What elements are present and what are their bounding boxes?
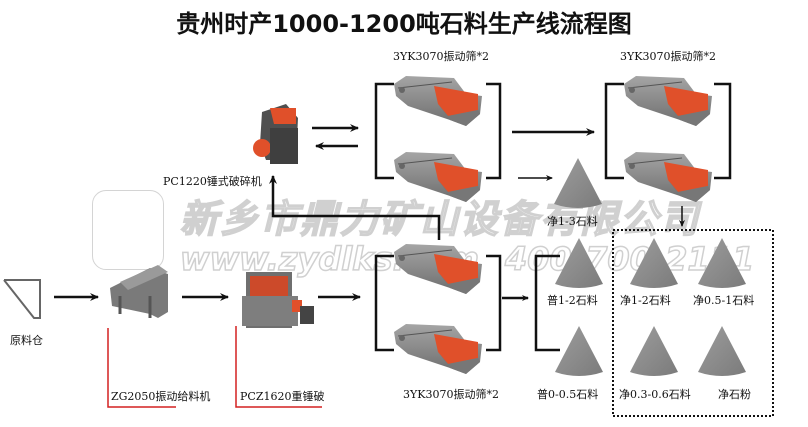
- pile-normal-1-2-icon: [555, 238, 603, 288]
- watermark-logo: [92, 190, 164, 270]
- clean-products-box: [612, 229, 774, 417]
- product-clean-1-3-label: 净1-3石料: [547, 215, 598, 228]
- product-clean-03-06-label: 净0.3-0.6石料: [619, 388, 691, 401]
- heavy-hammer-label: PCZ1620重锤破: [240, 390, 325, 403]
- raw-bin-label: 原料仓: [10, 334, 43, 347]
- product-clean-1-2-label: 净1-2石料: [620, 294, 671, 307]
- pile-clean-1-3-icon: [554, 158, 602, 208]
- product-clean-05-1-label: 净0.5-1石料: [693, 294, 755, 307]
- raw-bin-icon: [3, 279, 41, 319]
- heavy-hammer-crusher-icon: [242, 272, 314, 328]
- screen-top-right-label: 3YK3070振动筛*2: [620, 50, 716, 63]
- callout-lines: [107, 326, 322, 408]
- flow-arrows: [54, 124, 685, 301]
- hammer-crusher-icon: [253, 104, 298, 164]
- pile-stone-powder-icon: [698, 326, 746, 376]
- screen-top-right-2-icon: [623, 151, 713, 203]
- pile-clean-1-2-icon: [630, 238, 678, 288]
- product-normal-0-05-label: 普0-0.5石料: [537, 388, 599, 401]
- screen-top-left-1-icon: [393, 75, 483, 127]
- page-title: 贵州时产1000-1200吨石料生产线流程图: [176, 10, 632, 38]
- screen-bottom-2-icon: [393, 323, 483, 375]
- screen-group-brackets: [374, 82, 732, 352]
- product-stone-powder-label: 净石粉: [718, 388, 751, 401]
- screen-top-left-label: 3YK3070振动筛*2: [393, 50, 489, 63]
- screen-top-right-1-icon: [623, 75, 713, 127]
- vibrating-feeder-icon: [110, 265, 168, 318]
- pile-clean-03-06-icon: [630, 326, 678, 376]
- feeder-label: ZG2050振动给料机: [111, 390, 211, 403]
- product-normal-1-2-label: 普1-2石料: [547, 294, 598, 307]
- pile-normal-0-05-icon: [555, 326, 603, 376]
- pile-clean-05-1-icon: [698, 238, 746, 288]
- screen-bottom-label: 3YK3070振动筛*2: [403, 388, 499, 401]
- screen-top-left-2-icon: [393, 151, 483, 203]
- screen-bottom-1-icon: [393, 243, 483, 295]
- hammer-crusher-label: PC1220锤式破碎机: [163, 175, 262, 188]
